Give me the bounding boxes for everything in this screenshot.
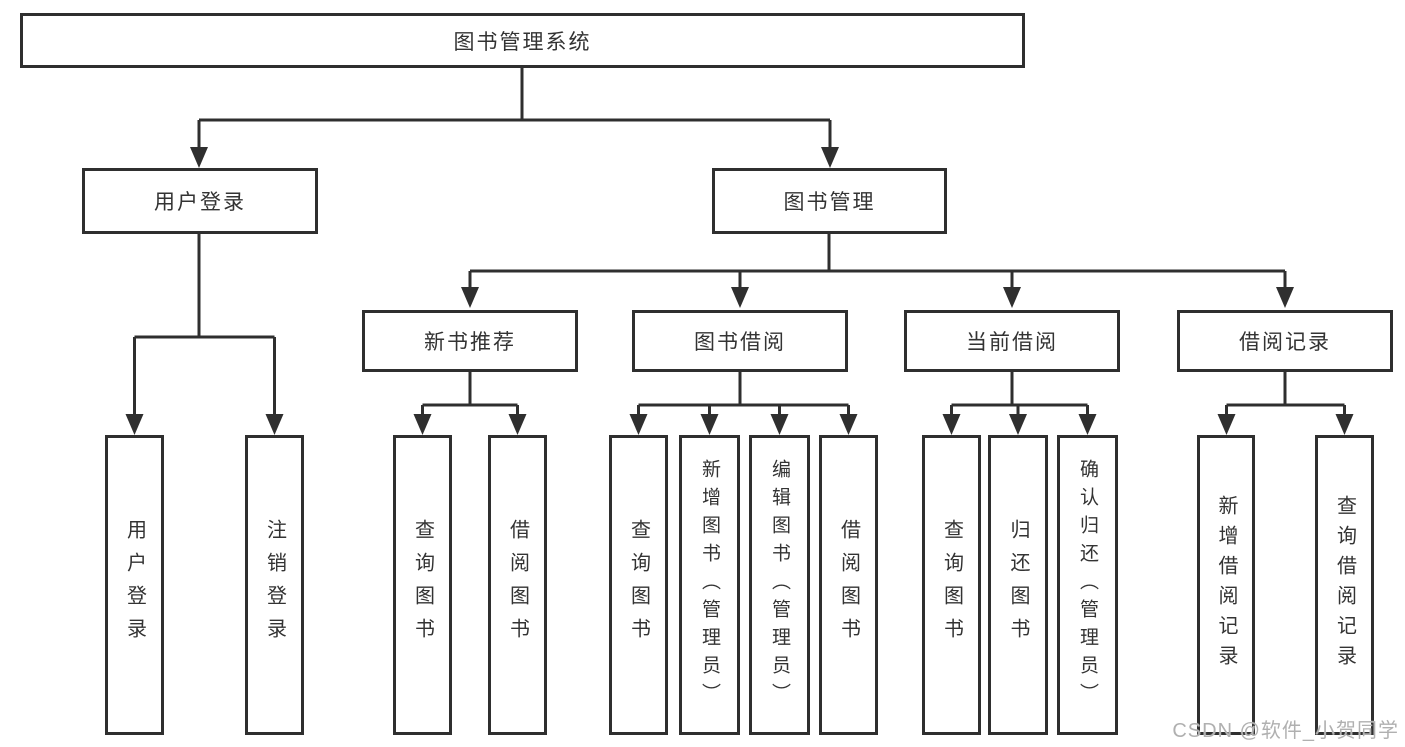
node-leaf-logout-label: 注销登录 xyxy=(263,519,286,651)
node-leaf-borrow-books-1-label: 借阅图书 xyxy=(506,519,529,651)
csdn-watermark: CSDN @软件_小贺同学 xyxy=(1172,720,1399,742)
node-leaf-borrow-books-2: 借阅图书 xyxy=(819,435,878,735)
node-leaf-add-books-admin: 新增图书（管理员） xyxy=(679,435,740,735)
node-leaf-query-books-2-label: 查询图书 xyxy=(627,519,650,651)
node-current-borrow-label: 当前借阅 xyxy=(966,331,1058,354)
node-leaf-query-books-3: 查询图书 xyxy=(922,435,981,735)
node-borrow-record: 借阅记录 xyxy=(1177,310,1393,372)
node-book-management-label: 图书管理 xyxy=(783,191,876,214)
node-leaf-return-books: 归还图书 xyxy=(988,435,1048,735)
node-leaf-query-books-2: 查询图书 xyxy=(609,435,668,735)
node-leaf-logout: 注销登录 xyxy=(245,435,304,735)
arrowheads xyxy=(125,147,1354,435)
node-borrow-record-label: 借阅记录 xyxy=(1239,331,1331,354)
node-book-management-system: 图书管理系统 xyxy=(20,13,1025,68)
node-leaf-edit-books-admin: 编辑图书（管理员） xyxy=(749,435,810,735)
node-book-borrow: 图书借阅 xyxy=(632,310,848,372)
node-leaf-confirm-return-admin: 确认归还（管理员） xyxy=(1057,435,1118,735)
node-new-book-recommend: 新书推荐 xyxy=(362,310,578,372)
node-leaf-query-books-3-label: 查询图书 xyxy=(940,519,963,651)
node-leaf-query-borrow-record: 查询借阅记录 xyxy=(1315,435,1374,735)
node-current-borrow: 当前借阅 xyxy=(904,310,1120,372)
node-leaf-query-books-1: 查询图书 xyxy=(393,435,452,735)
node-book-borrow-label: 图书借阅 xyxy=(694,331,786,354)
node-leaf-edit-books-admin-label: 编辑图书（管理员） xyxy=(769,459,790,711)
node-book-management-system-label: 图书管理系统 xyxy=(453,30,592,54)
node-user-login-label: 用户登录 xyxy=(154,191,246,214)
node-leaf-confirm-return-admin-label: 确认归还（管理员） xyxy=(1077,459,1098,711)
node-leaf-query-books-1-label: 查询图书 xyxy=(411,519,434,651)
node-new-book-recommend-label: 新书推荐 xyxy=(424,331,516,354)
node-book-management: 图书管理 xyxy=(712,168,947,234)
node-leaf-return-books-label: 归还图书 xyxy=(1007,519,1029,651)
node-leaf-add-books-admin-label: 新增图书（管理员） xyxy=(699,459,720,711)
node-leaf-user-login-label: 用户登录 xyxy=(123,519,146,651)
node-leaf-add-borrow-record-label: 新增借阅记录 xyxy=(1215,495,1237,675)
node-leaf-borrow-books-1: 借阅图书 xyxy=(488,435,547,735)
node-leaf-add-borrow-record: 新增借阅记录 xyxy=(1197,435,1255,735)
node-user-login: 用户登录 xyxy=(82,168,318,234)
node-leaf-borrow-books-2-label: 借阅图书 xyxy=(837,519,860,651)
node-leaf-user-login: 用户登录 xyxy=(105,435,164,735)
node-leaf-query-borrow-record-label: 查询借阅记录 xyxy=(1333,495,1356,675)
